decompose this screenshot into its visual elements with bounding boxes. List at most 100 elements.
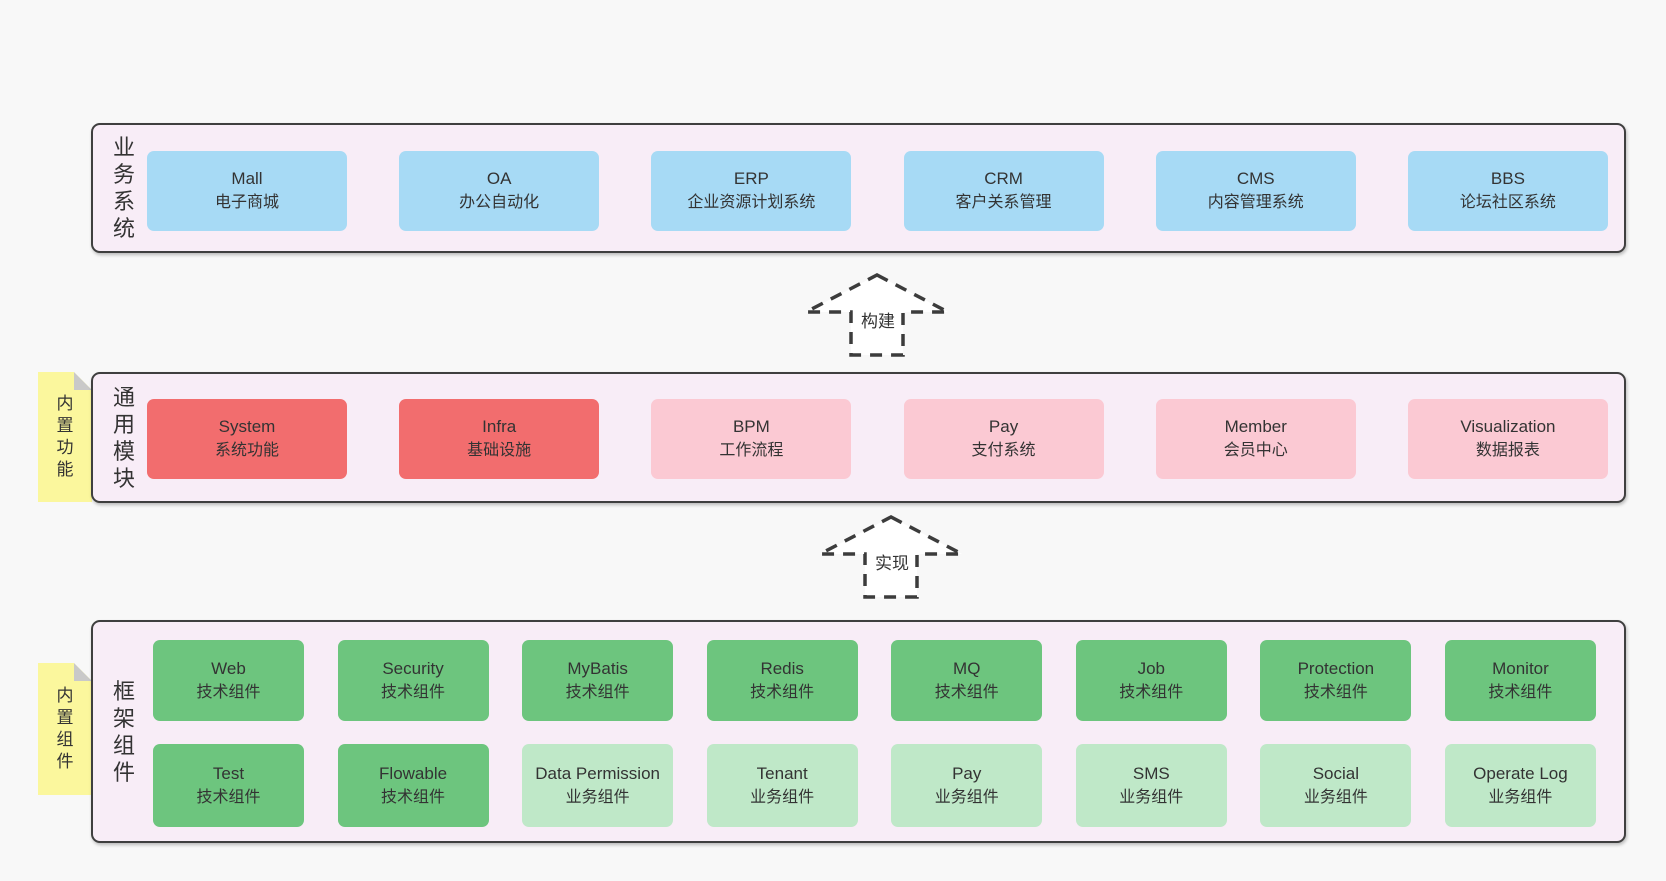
box-name: SMS	[1132, 763, 1170, 783]
arrow-build: 构建	[800, 270, 956, 360]
box-name: Tenant	[756, 763, 808, 783]
box-name: Flowable	[379, 763, 448, 783]
layer-label-text: 业务系统	[112, 135, 135, 241]
box-bpm: BPM 工作流程	[651, 399, 852, 479]
box-name: Member	[1224, 417, 1287, 436]
box-job: Job 技术组件	[1075, 640, 1227, 721]
box-name: BBS	[1490, 169, 1525, 188]
box-protection: Protection 技术组件	[1260, 640, 1412, 721]
box-desc: 技术组件	[196, 788, 261, 806]
arrow-implement: 实现	[814, 512, 970, 602]
box-name: Mall	[231, 169, 263, 188]
box-name: Pay	[988, 417, 1019, 436]
box-infra: Infra 基础设施	[399, 399, 600, 479]
box-oa: OA 办公自动化	[399, 151, 600, 231]
box-name: Protection	[1297, 658, 1375, 678]
arrow-build-label: 构建	[858, 310, 898, 333]
box-name: Test	[212, 763, 245, 783]
modules-box-row: System 系统功能 Infra 基础设施 BPM 工作流程 Pay 支付系统 Member 会…	[147, 399, 1608, 479]
box-desc: 办公自动化	[459, 194, 540, 211]
box-redis: Redis 技术组件	[706, 640, 858, 721]
box-mybatis: MyBatis 技术组件	[522, 640, 674, 721]
box-tenant: Tenant 业务组件	[706, 744, 858, 827]
box-cms: CMS 内容管理系统	[1155, 151, 1356, 231]
box-name: Pay	[952, 763, 982, 783]
box-data-permission: Data Permission 业务组件	[522, 744, 674, 827]
box-social: Social 业务组件	[1260, 744, 1412, 827]
box-monitor: Monitor 技术组件	[1444, 640, 1596, 721]
box-desc: 基础设施	[467, 442, 532, 459]
box-desc: 业务组件	[934, 788, 999, 806]
sticky-note-text: 内置组件	[56, 686, 74, 771]
box-desc: 业务组件	[1303, 788, 1368, 806]
box-name: BPM	[732, 417, 770, 436]
box-test: Test 技术组件	[153, 744, 304, 827]
box-desc: 客户关系管理	[955, 194, 1052, 211]
box-web: Web 技术组件	[153, 640, 304, 721]
box-desc: 技术组件	[565, 683, 630, 701]
box-name: Job	[1137, 658, 1166, 678]
box-member: Member 会员中心	[1155, 399, 1356, 479]
box-name: Infra	[482, 417, 517, 436]
box-desc: 内容管理系统	[1207, 194, 1304, 211]
box-name: System	[218, 417, 276, 436]
box-desc: 技术组件	[1119, 683, 1184, 701]
box-name: OA	[486, 169, 512, 188]
arrow-implement-label: 实现	[872, 552, 912, 575]
box-name: Web	[211, 658, 246, 678]
box-desc: 技术组件	[934, 683, 999, 701]
box-desc: 论坛社区系统	[1459, 194, 1556, 211]
box-name: Visualization	[1460, 417, 1556, 436]
box-desc: 业务组件	[565, 788, 630, 806]
box-name: ERP	[733, 169, 769, 188]
box-desc: 技术组件	[750, 683, 815, 701]
box-pay: Pay 业务组件	[891, 744, 1043, 827]
box-name: MQ	[953, 658, 981, 678]
box-desc: 技术组件	[196, 683, 261, 701]
box-desc: 支付系统	[971, 442, 1036, 459]
layer-label-framework: 框架组件	[103, 622, 145, 841]
box-system: System 系统功能	[147, 399, 347, 479]
box-desc: 业务组件	[1488, 788, 1553, 806]
box-desc: 会员中心	[1223, 442, 1288, 459]
box-name: Social	[1312, 763, 1360, 783]
box-bbs: BBS 论坛社区系统	[1407, 151, 1608, 231]
layer-panel-modules: 通用模块 System 系统功能 Infra 基础设施 BPM 工作流程 Pay 支付系统 Me…	[91, 372, 1626, 503]
layer-label-text: 框架组件	[112, 678, 135, 785]
box-name: Redis	[760, 658, 804, 678]
box-visualization: Visualization 数据报表	[1407, 399, 1608, 479]
layer-label-text: 通用模块	[112, 384, 135, 491]
box-desc: 系统功能	[214, 442, 279, 459]
box-name: Data Permission	[535, 763, 660, 783]
box-name: CRM	[984, 169, 1023, 188]
box-desc: 技术组件	[1488, 683, 1553, 701]
sticky-note-builtin-components: 内置组件	[38, 663, 92, 795]
box-desc: 企业资源计划系统	[687, 194, 816, 211]
box-crm: CRM 客户关系管理	[903, 151, 1104, 231]
box-pay: Pay 支付系统	[903, 399, 1104, 479]
box-desc: 数据报表	[1475, 442, 1540, 459]
box-operate-log: Operate Log 业务组件	[1444, 744, 1596, 827]
box-name: Monitor	[1492, 658, 1549, 678]
layer-label-business: 业务系统	[103, 125, 145, 251]
box-name: Operate Log	[1473, 763, 1568, 783]
layer-label-modules: 通用模块	[103, 374, 145, 501]
box-name: Security	[382, 658, 444, 678]
box-name: MyBatis	[567, 658, 628, 678]
sticky-note-builtin-features: 内置功能	[38, 372, 92, 502]
box-desc: 业务组件	[750, 788, 815, 806]
sticky-note-text: 内置功能	[56, 394, 74, 479]
box-desc: 技术组件	[381, 683, 446, 701]
box-desc: 技术组件	[1303, 683, 1368, 701]
box-name: CMS	[1236, 169, 1275, 188]
box-desc: 工作流程	[719, 442, 784, 459]
